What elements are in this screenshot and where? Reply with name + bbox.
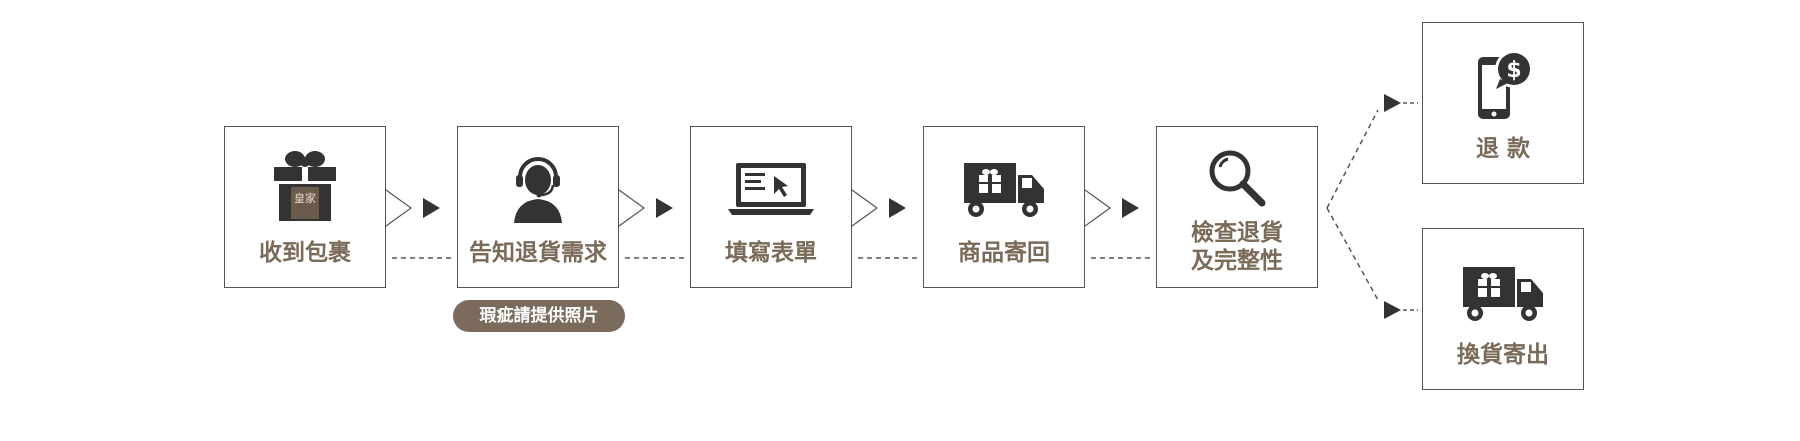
arrow-4 xyxy=(1122,198,1139,218)
step-label-line2: 及完整性 xyxy=(1191,248,1283,274)
arrow-1 xyxy=(423,198,440,218)
headset-agent-icon xyxy=(458,153,618,227)
chevron-4 xyxy=(1084,189,1112,227)
step-fill-form: 填寫表單 xyxy=(690,126,852,288)
photo-note-badge: 瑕疵請提供照片 xyxy=(453,300,625,332)
delivery-truck-icon xyxy=(1423,265,1583,327)
chevron-1 xyxy=(385,189,413,227)
step-label: 告知退貨需求 xyxy=(469,240,607,266)
delivery-truck-icon xyxy=(924,161,1084,223)
brand-logo: 皇家 xyxy=(294,192,316,205)
chevron-2 xyxy=(618,189,646,227)
laptop-form-icon xyxy=(691,161,851,221)
arrow-up-branch xyxy=(1384,94,1401,112)
chevron-3 xyxy=(851,189,879,227)
outcome-label: 退 款 xyxy=(1475,136,1530,162)
arrow-3 xyxy=(889,198,906,218)
step-label-line1: 檢查退貨 xyxy=(1191,220,1283,246)
step-inspect: 檢查退貨 及完整性 xyxy=(1156,126,1318,288)
phone-dollar-icon: $ xyxy=(1423,49,1583,125)
magnifier-icon xyxy=(1157,147,1317,213)
step-label: 填寫表單 xyxy=(725,240,817,266)
step-ship-back: 商品寄回 xyxy=(923,126,1085,288)
arrow-down-branch xyxy=(1384,301,1401,319)
branch-down xyxy=(1326,207,1379,301)
outcome-refund: $ 退 款 xyxy=(1422,22,1584,184)
gift-box-icon xyxy=(225,149,385,227)
step-notify-return: 告知退貨需求 xyxy=(457,126,619,288)
svg-text:$: $ xyxy=(1506,58,1521,83)
outcome-label: 換貨寄出 xyxy=(1457,342,1549,368)
arrow-2 xyxy=(656,198,673,218)
outcome-exchange: 換貨寄出 xyxy=(1422,228,1584,390)
step-receive-package: 皇家 收到包裹 xyxy=(224,126,386,288)
step-label: 商品寄回 xyxy=(958,240,1050,266)
step-label: 收到包裹 xyxy=(259,240,351,266)
branch-up xyxy=(1326,109,1379,209)
